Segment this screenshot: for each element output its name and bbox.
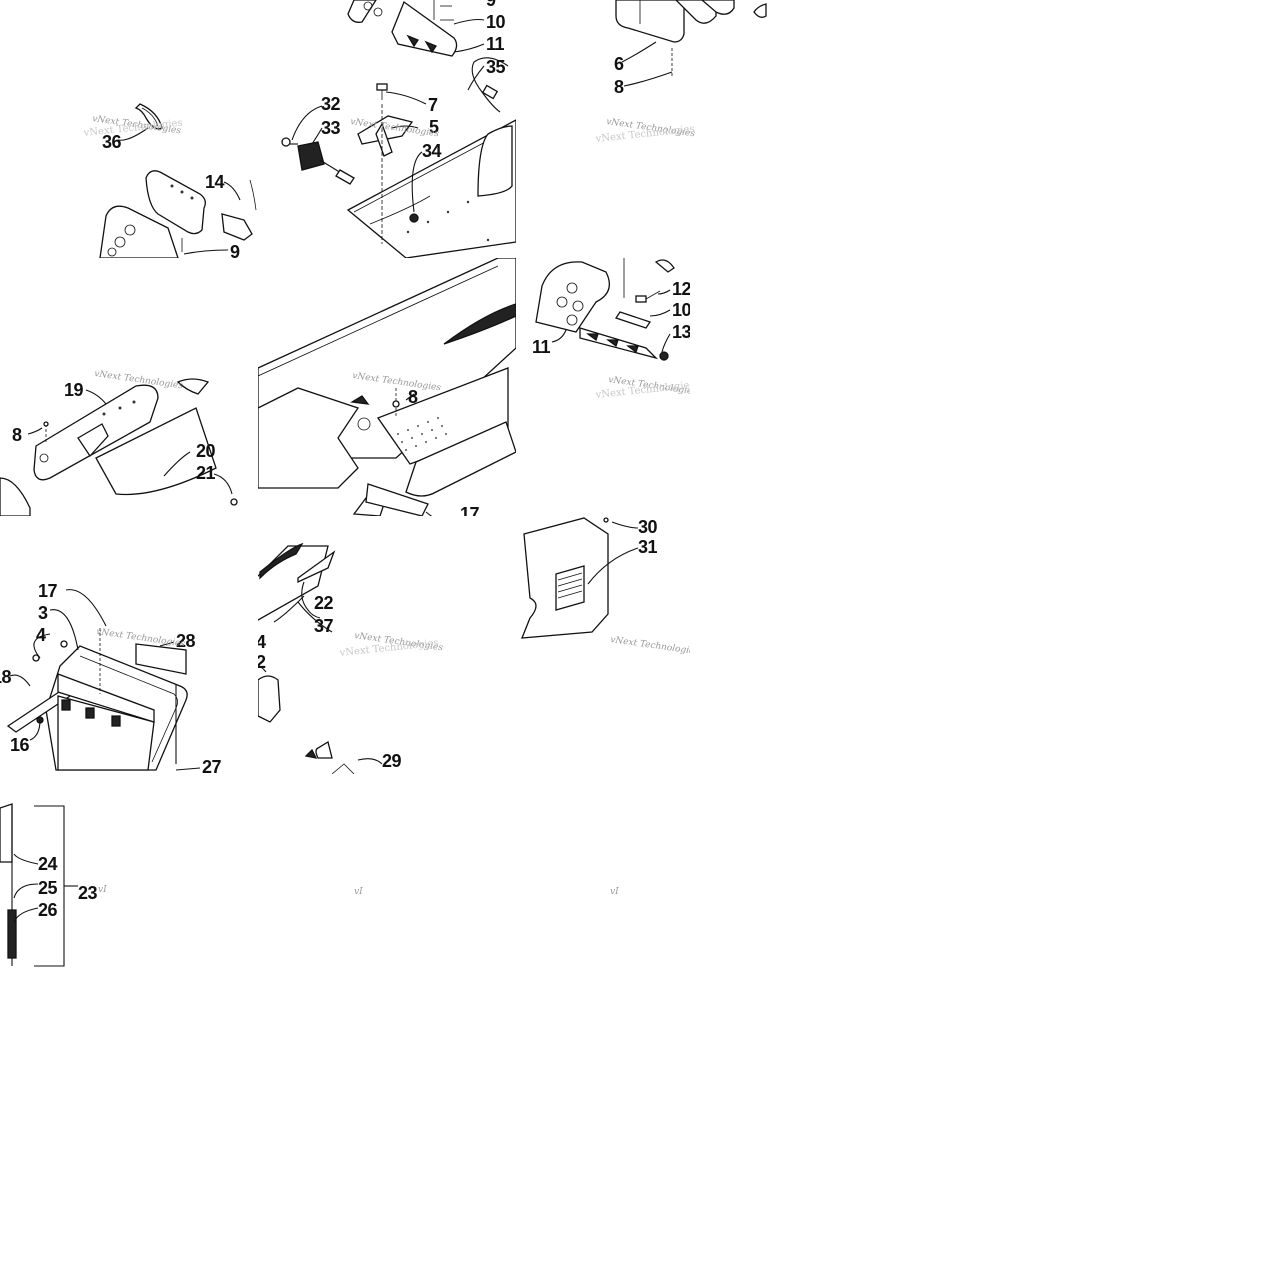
callout-9: 9 (230, 242, 240, 258)
regulator-part (297, 141, 325, 171)
tile-lower-right-drawing: 30 31 vNext Technologies (521, 517, 690, 657)
callout-31: 31 (638, 537, 658, 557)
callout-17: 17 (38, 581, 58, 601)
callout-10: 10 (486, 12, 506, 32)
flag-part (0, 803, 13, 863)
tile-top-left-drawing: 36 14 9 vNext Technologies vNext Technol… (82, 103, 257, 258)
callout-4: 4 (36, 625, 46, 645)
tunnel-body-part (346, 119, 516, 258)
callout-25: 25 (38, 878, 58, 898)
callout-35: 35 (486, 57, 506, 77)
tile-bottom-left-drawing: 24 25 26 23 vI (0, 803, 107, 967)
side-panel-part (99, 205, 179, 258)
callout-8: 8 (12, 425, 22, 445)
callout-20: 20 (196, 441, 216, 461)
tile-top-center: 9 10 11 35 32 7 33 5 34 1 vNext Technolo… (258, 0, 516, 258)
tile-mid-right: 12 10 11 13 vNext Technologies vNext Tec… (516, 258, 690, 516)
callout-11: 11 (532, 337, 551, 357)
callout-4: 4 (258, 632, 266, 652)
tile-mid-center-drawing: 1 8 15 17 vNext Technologies (258, 258, 516, 516)
callout-26: 26 (38, 900, 58, 920)
strap-part (134, 103, 163, 130)
callout-33: 33 (321, 118, 341, 138)
lower-panel-part (258, 675, 281, 723)
label-decal-part (555, 565, 585, 611)
tile-top-left: 36 14 9 vNext Technologies vNext Technol… (0, 0, 258, 258)
callout-22: 22 (314, 593, 334, 613)
tile-lower-left: 17 3 4 28 18 16 27 vNext Technologies (0, 516, 258, 774)
flap-part (57, 695, 155, 771)
rack-panel-part (135, 643, 187, 675)
callout-13: 13 (672, 322, 690, 342)
callout-19: 19 (64, 380, 84, 400)
tunnel-end-part (615, 0, 685, 43)
callout-16: 16 (10, 735, 30, 755)
tile-top-center-drawing: 9 10 11 35 32 7 33 5 34 1 vNext Technolo… (281, 0, 516, 258)
callout-30: 30 (638, 517, 658, 537)
callout-32: 32 (321, 94, 341, 114)
cable-part (471, 57, 509, 113)
callout-21: 21 (196, 463, 216, 483)
watermark-fragment: vI (610, 887, 619, 897)
callout-7: 7 (428, 95, 438, 115)
footrest-plate-part (535, 261, 610, 333)
bracket-plate-part (391, 0, 458, 57)
tile-lower-left-drawing: 17 3 4 28 18 16 27 vNext Technologies (0, 581, 222, 774)
callout-29: 29 (382, 751, 402, 771)
tile-bottom-right-blank: vI (516, 774, 774, 1032)
callout-14: 14 (205, 172, 225, 192)
callout-24: 24 (38, 854, 58, 874)
callout-8: 8 (614, 77, 624, 97)
callout-2: 2 (258, 652, 266, 672)
callout-34: 34 (422, 141, 442, 161)
tile-bottom-left: 24 25 26 23 vI (0, 774, 258, 1032)
mount-plate-part (357, 115, 414, 145)
front-panel-part (347, 0, 377, 23)
tile-lower-right: 30 31 vNext Technologies (516, 516, 690, 676)
callout-8: 8 (408, 387, 418, 407)
tile-top-right: 6 8 vNext Technologies vNext Technologie… (516, 0, 774, 258)
tile-bottom-center-blank: vI (258, 774, 516, 1032)
tile-lower-center: 22 37 4 2 29 vNext Technologies vNext Te… (258, 516, 516, 774)
watermark: vNext Technologies (610, 635, 690, 657)
callout-36: 36 (102, 132, 122, 152)
callout-6: 6 (614, 54, 624, 74)
footrest-bracket-part (579, 327, 659, 360)
tile-mid-left-drawing: 19 8 20 21 vNext Technologies (0, 369, 238, 516)
watermark-fragment: vI (354, 887, 363, 897)
rear-flap-part (405, 421, 516, 497)
callout-18: 18 (0, 667, 12, 687)
flap-plate-part (95, 407, 217, 496)
callout-17: 17 (460, 504, 480, 516)
callout-12: 12 (672, 279, 690, 299)
tile-mid-center: 1 8 15 17 vNext Technologies (258, 258, 516, 516)
callout-5: 5 (429, 117, 439, 137)
clip-part (221, 213, 253, 241)
tile-lower-center-drawing: 22 37 4 2 29 vNext Technologies vNext Te… (258, 542, 444, 774)
callout-28: 28 (176, 631, 196, 651)
tile-top-right-drawing: 6 8 vNext Technologies vNext Technologie… (594, 0, 767, 145)
callout-23: 23 (78, 883, 98, 903)
tile-mid-right-drawing: 12 10 11 13 vNext Technologies vNext Tec… (532, 258, 690, 401)
tile-mid-left: 19 8 20 21 vNext Technologies (0, 258, 258, 516)
bracket-part (145, 170, 206, 235)
callout-11: 11 (486, 34, 505, 54)
callout-9: 9 (486, 0, 496, 10)
callout-37: 37 (314, 616, 334, 636)
watermark-fragment: vI (98, 885, 107, 895)
callout-27: 27 (202, 757, 222, 774)
callout-3: 3 (38, 603, 48, 623)
callout-10: 10 (672, 300, 690, 320)
